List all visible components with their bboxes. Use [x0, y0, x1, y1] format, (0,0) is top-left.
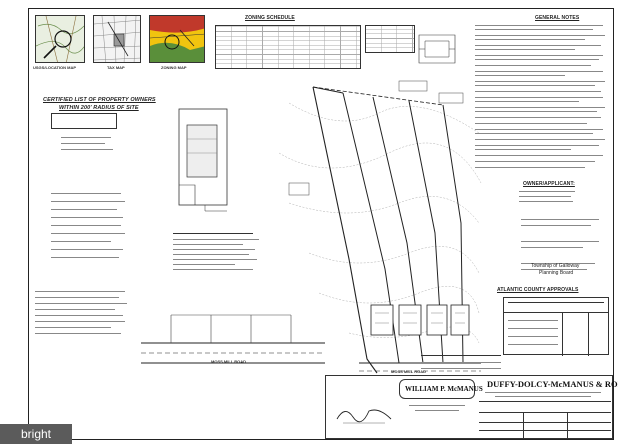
plan-sheet: USGS/LOCATION MAP TAX MAP ZONING MAP ZON…: [28, 8, 618, 440]
engineer-name: WILLIAM P. McMANUS: [405, 385, 483, 393]
site-plan: [278, 80, 482, 380]
tax-map-drawing: [94, 16, 140, 62]
zoning-schedule-table: [215, 25, 361, 69]
usgs-location-map: [35, 15, 85, 63]
general-notes-title: GENERAL NOTES: [535, 15, 580, 21]
engineer-signature: [336, 409, 392, 424]
firm-name: DUFFY-DOLCY-McMANUS & ROESCH: [487, 379, 618, 389]
general-notes-body: [475, 23, 609, 173]
township-approval-block: [521, 215, 605, 285]
zoning-map: [149, 15, 205, 63]
engineer-credentials: [409, 403, 469, 415]
zoning-requirements-notes: [173, 233, 265, 287]
tax-map-label: TAX MAP: [107, 65, 125, 70]
owners-list-title: CERTIFIED LIST OF PROPERTY OWNERS: [43, 97, 156, 103]
zoning-map-label: ZONING MAP: [161, 65, 187, 70]
site-road-label: MOSS MILL ROAD: [391, 369, 427, 374]
bright-watermark: bright: [0, 424, 72, 444]
revision-block: [421, 355, 501, 374]
owners-list-lower: [35, 289, 135, 349]
county-approvals-table: [503, 297, 609, 356]
township-board: Planning Board: [539, 270, 574, 276]
road-plan-label: MOSS MILL ROAD: [211, 359, 247, 364]
zoning-side-table: [365, 25, 415, 53]
township-name: Township of Galloway: [531, 263, 580, 269]
engineer-seal-box: [399, 379, 475, 399]
county-approvals-title: ATLANTIC COUNTY APPROVALS: [497, 287, 579, 293]
owner-applicant-body: [519, 189, 579, 209]
firm-address: [485, 390, 605, 400]
zoning-map-drawing: [150, 16, 204, 62]
owner-applicant-title: OWNER/APPLICANT:: [523, 181, 575, 187]
tax-map: [93, 15, 141, 63]
road-plan: [141, 314, 325, 364]
title-block-grid: [479, 401, 611, 438]
building-detail: [178, 108, 228, 212]
owners-certification-box: [51, 113, 117, 129]
zoning-schedule-title: ZONING SCHEDULE: [245, 15, 295, 21]
usgs-map-drawing: [36, 16, 84, 62]
typical-lot-detail: [418, 34, 456, 64]
owners-list-subtitle: WITHIN 200' RADIUS OF SITE: [59, 105, 139, 111]
owners-list-body: [51, 133, 131, 263]
usgs-map-label: USGS/LOCATION MAP: [33, 65, 77, 70]
